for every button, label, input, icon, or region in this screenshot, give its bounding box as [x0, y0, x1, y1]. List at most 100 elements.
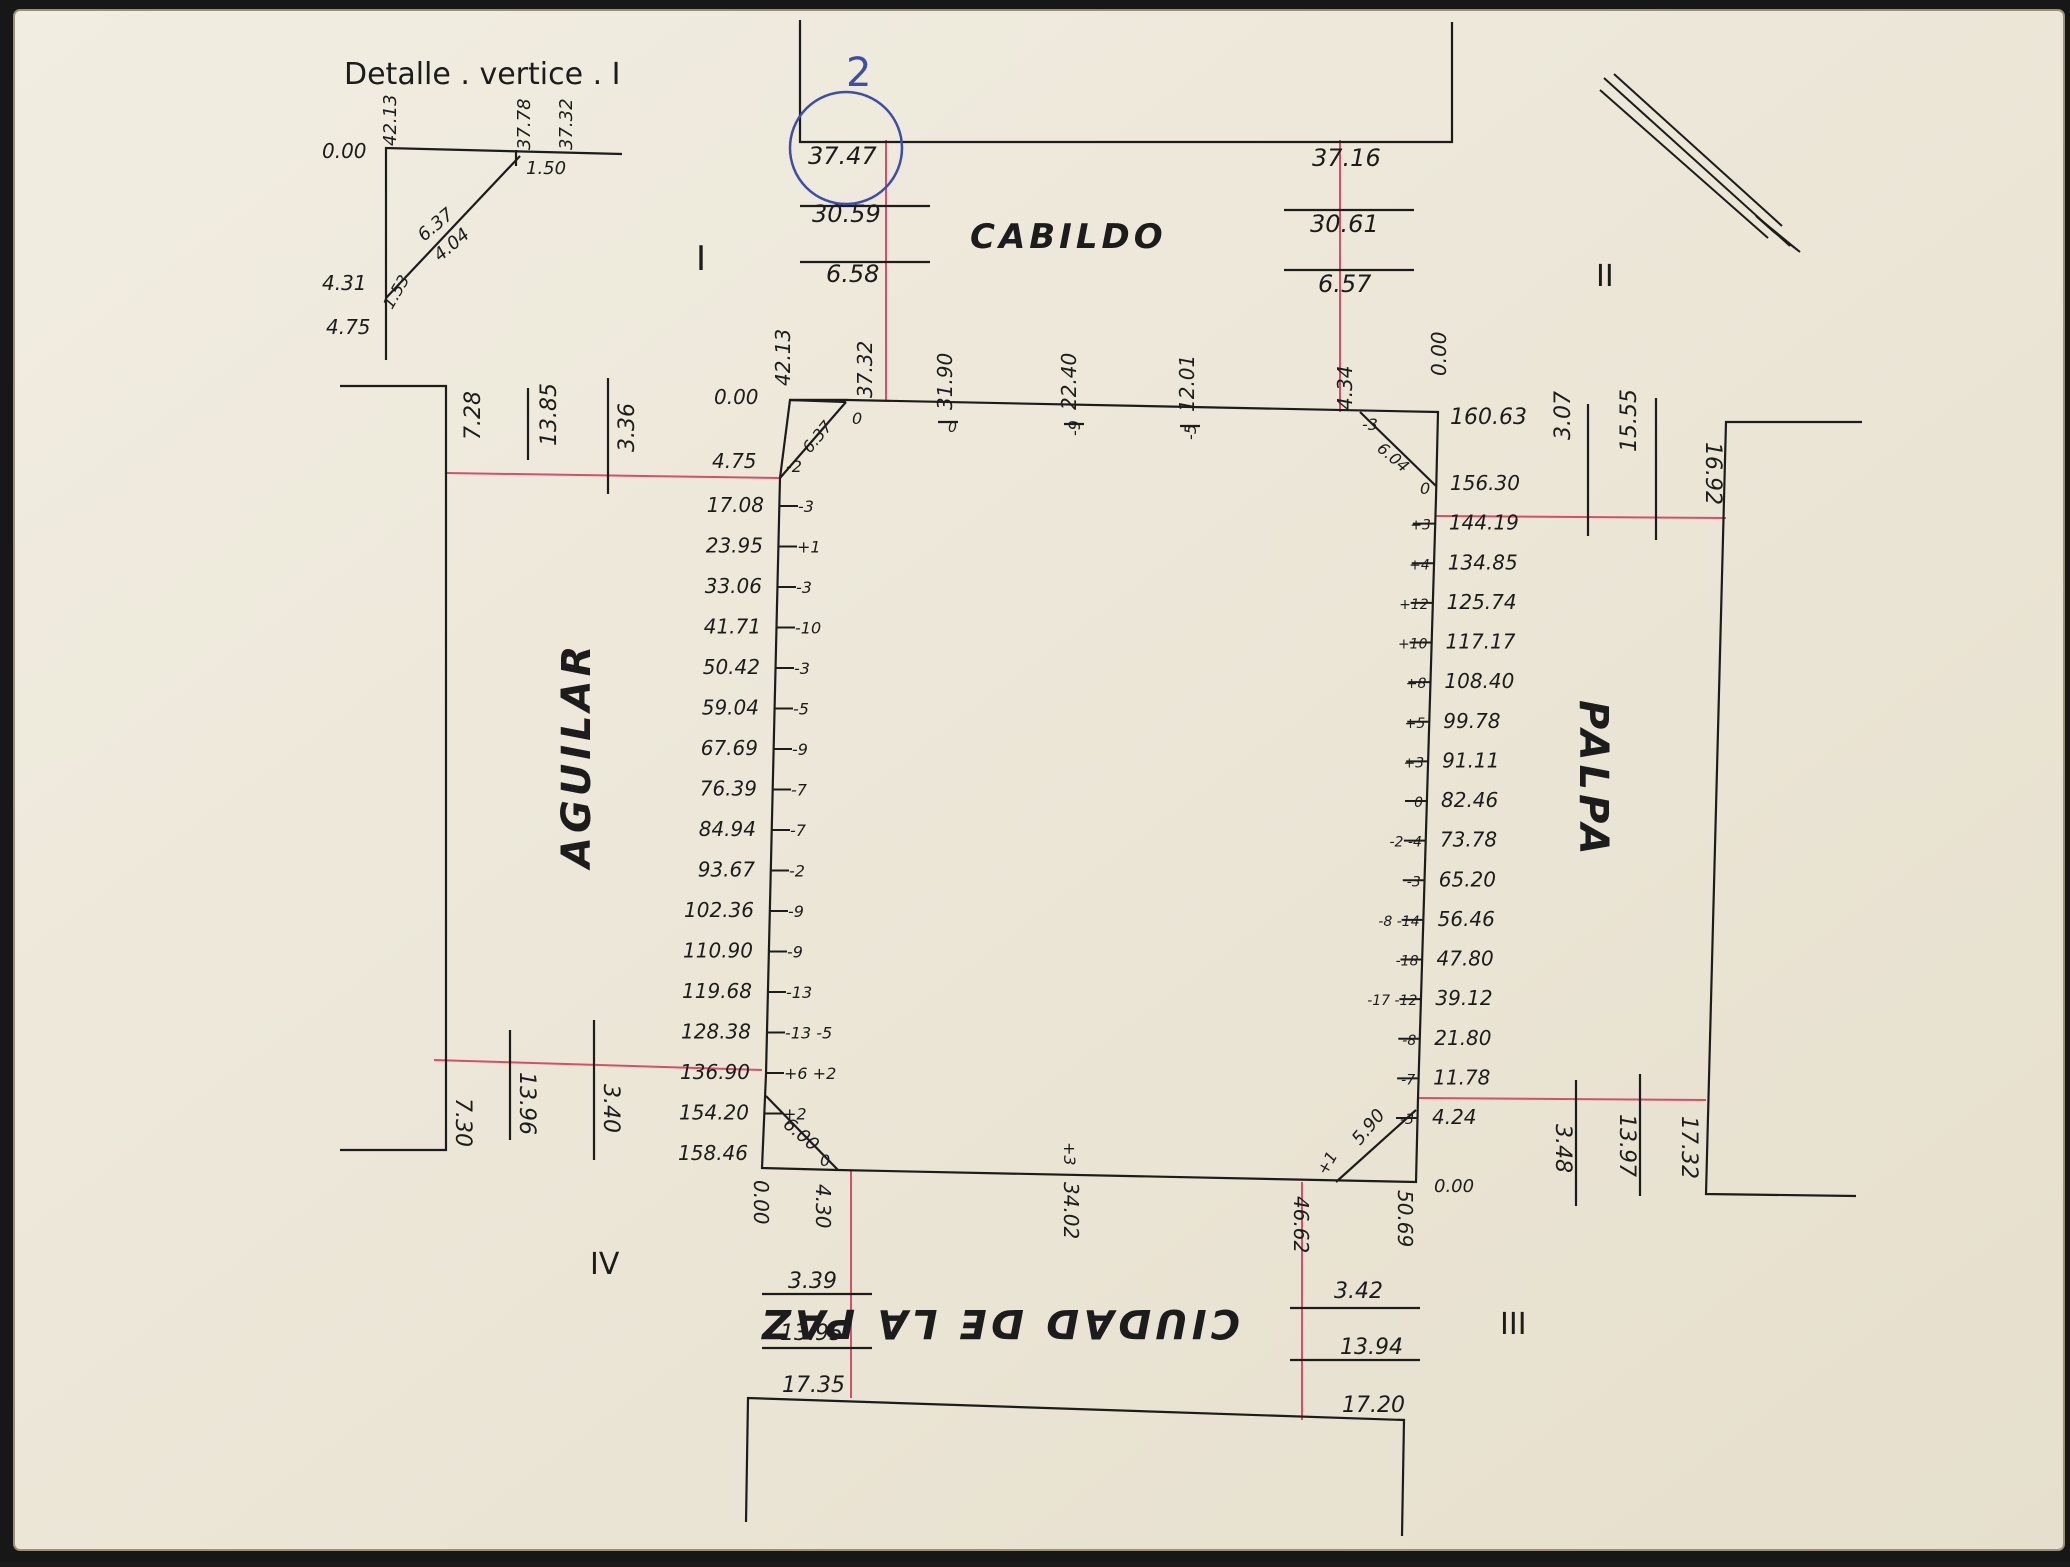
measure-label: 13.97 — [1614, 1114, 1639, 1177]
offset-label: -13 — [786, 983, 812, 1002]
paper-sheet — [14, 10, 2064, 1550]
top-side-measures: 0.00 42.13 37.32 31.90 0 22.40 -9 12.01 … — [714, 329, 1527, 440]
chamfer-vertex-III — [1335, 1109, 1417, 1183]
measure-label: 34.02 — [1059, 1182, 1083, 1239]
boundary-lines — [340, 20, 1862, 1537]
offset-label: -8 -14 — [1378, 914, 1419, 930]
detail-label: 42.13 — [380, 94, 401, 146]
chainage-label: 144.19 — [1449, 511, 1519, 535]
vertex-IV: IV — [590, 1247, 620, 1282]
chainage-label: 156.30 — [1450, 471, 1520, 495]
west-street-measures: 7.28 13.85 3.36 7.30 13.96 3.40 — [450, 383, 640, 1147]
measure-label: 13.94 — [1340, 1335, 1403, 1360]
measure-label: 4.30 — [811, 1184, 835, 1229]
chainage-label: 59.04 — [702, 696, 759, 720]
offset-label: 0 — [1414, 795, 1423, 811]
offset-label: -17 -12 — [1367, 993, 1417, 1009]
offset-label: -9 — [792, 740, 808, 759]
measure-label: 13.96 — [514, 1072, 539, 1135]
measure-label: 0.00 — [1434, 1176, 1474, 1197]
chainage-label: 65.20 — [1439, 867, 1496, 891]
chainage-label: 117.17 — [1446, 630, 1516, 654]
offset-label: +8 — [1406, 676, 1427, 692]
offset-label: 0 — [1420, 479, 1430, 498]
measure-label: 3.36 — [615, 403, 640, 452]
measure-label: 6.57 — [1318, 270, 1372, 298]
measure-label: 37.16 — [1312, 144, 1381, 172]
chainage-label: 82.46 — [1441, 788, 1498, 812]
chainage-label: 4.24 — [1432, 1105, 1477, 1129]
offset-label: -5 — [1181, 424, 1200, 440]
chainage-label: 67.69 — [701, 736, 758, 760]
vertex-III: III — [1500, 1307, 1527, 1342]
chainage-label: 99.78 — [1443, 709, 1500, 733]
chainage-label: 93.67 — [698, 858, 756, 882]
chainage-label: 76.39 — [700, 777, 757, 801]
offset-label: -10 — [795, 619, 821, 638]
measure-label: 4.75 — [712, 449, 757, 473]
offset-label: -8 — [1402, 1033, 1416, 1049]
offset-label: +3 — [1410, 518, 1431, 534]
offset-label: +1 — [797, 538, 821, 557]
chainage-label: 73.78 — [1440, 828, 1497, 852]
measure-label: 13.95 — [780, 1321, 843, 1346]
sheet-number-circle — [788, 90, 904, 206]
chainage-label: 158.46 — [678, 1141, 748, 1165]
measure-label: 4.34 — [1333, 365, 1357, 410]
offset-label: +4 — [1409, 557, 1430, 573]
north-street-measures: 37.47 30.59 6.58 37.16 30.61 6.57 — [808, 142, 1381, 298]
east-block-edge — [1704, 420, 1862, 1198]
offset-label: +3 — [1060, 1142, 1079, 1166]
east-street-measures: 3.07 15.55 16.92 3.48 13.97 17.32 — [1550, 389, 1725, 1179]
measure-label: 3.39 — [788, 1269, 837, 1294]
chainage-label: 125.74 — [1447, 590, 1517, 614]
offset-label: +2 — [783, 1105, 807, 1124]
detail-chamfer — [385, 155, 521, 299]
offset-label: -3 — [1407, 874, 1421, 890]
chamfer-vertex-IV — [765, 1095, 839, 1171]
offset-label: -2 — [789, 862, 805, 881]
chainage-label: 47.80 — [1437, 947, 1494, 971]
street-south: CIUDAD DE LA PAZ — [758, 1300, 1240, 1346]
measure-label: 22.40 — [1057, 353, 1081, 410]
measure-label: 3.40 — [598, 1084, 623, 1133]
measure-label: 7.30 — [450, 1098, 475, 1147]
measure-label: 30.59 — [812, 200, 881, 228]
measure-label: 17.35 — [782, 1373, 845, 1398]
sheet-number: 2 — [846, 50, 871, 96]
measure-label: 0.00 — [714, 385, 759, 409]
offset-label: -3 — [794, 659, 810, 678]
offset-label: 0 — [820, 1151, 830, 1170]
chainage-label: 56.46 — [1438, 907, 1495, 931]
measure-label: 12.01 — [1175, 355, 1199, 412]
measure-label: 15.55 — [1617, 389, 1642, 452]
vertex-II: II — [1596, 259, 1614, 294]
chainage-label: 154.20 — [679, 1101, 749, 1125]
chainage-label: 41.71 — [704, 615, 761, 639]
measure-label: 50.69 — [1393, 1190, 1417, 1247]
detail-title: Detalle . vertice . I — [344, 57, 621, 92]
detail-origin: 0.00 — [322, 139, 367, 163]
chainage-label: 39.12 — [1435, 986, 1492, 1010]
measure-label: 0.00 — [1427, 331, 1451, 376]
measure-label: 3.48 — [1550, 1124, 1575, 1173]
offset-label: -13 -5 — [785, 1024, 832, 1043]
detail-label: 4.75 — [326, 315, 371, 339]
chainage-label: 23.95 — [706, 534, 763, 558]
measure-label: 37.32 — [853, 341, 877, 398]
west-block-edge — [340, 384, 448, 1152]
chainage-label: 119.68 — [682, 979, 752, 1003]
chainage-label: 11.78 — [1433, 1065, 1490, 1089]
north-arrow-icon — [1599, 73, 1801, 253]
measure-label: 31.90 — [933, 353, 957, 410]
measure-label: 37.47 — [808, 142, 877, 170]
chainage-label: 136.90 — [680, 1060, 750, 1084]
south-street-measures: 3.39 13.95 17.35 3.42 13.94 17.20 — [780, 1269, 1405, 1418]
chainage-label: 134.85 — [1448, 550, 1518, 574]
offset-label: -18 — [1396, 954, 1419, 970]
street-west: AGUILAR — [554, 642, 600, 871]
chainage-label: 33.06 — [705, 574, 762, 598]
north-block-edge — [798, 20, 1454, 144]
chainage-label: 102.36 — [684, 898, 754, 922]
